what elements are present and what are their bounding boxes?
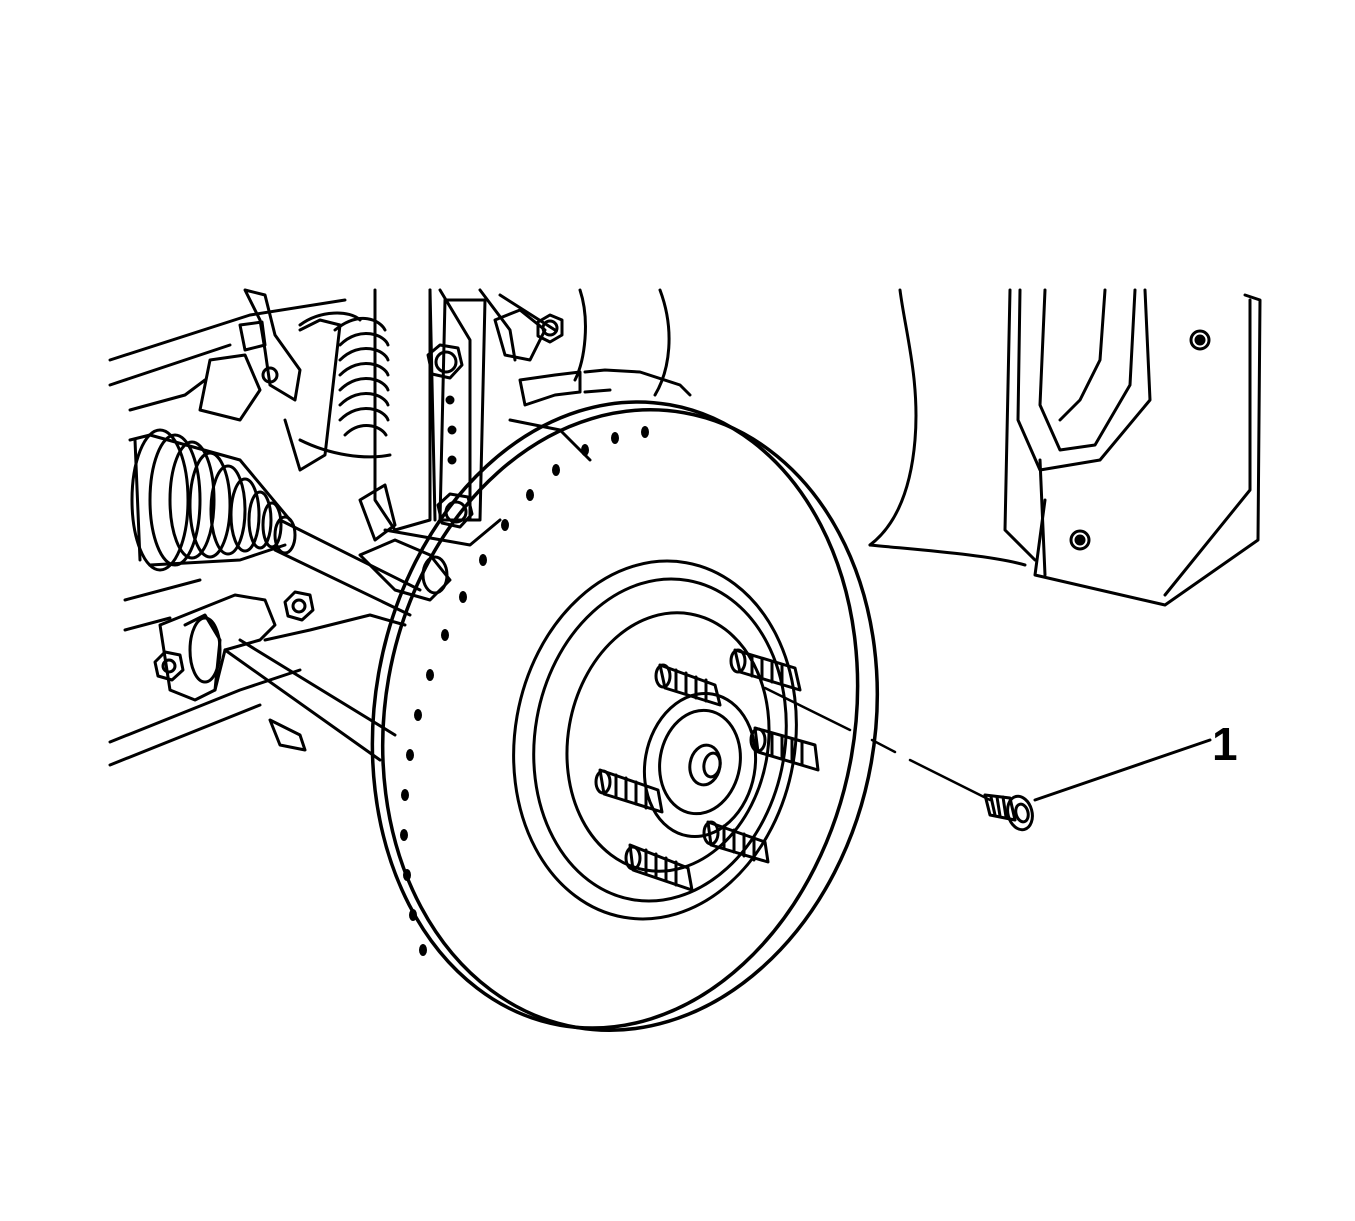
frame-rail [108,298,347,767]
callout-number: 1 [1212,718,1238,770]
leader-line [763,686,992,802]
coil-spring [298,311,392,459]
strut-assembly [373,288,692,532]
rotor-retaining-screw [983,793,1034,832]
wheel-stud [624,843,694,892]
cv-axle-boot [130,428,292,572]
wheel-stud [729,648,802,692]
wheel-stud [702,820,770,864]
wheel-stud [654,663,722,707]
wheelhouse-liner [573,288,1262,607]
knuckle [358,418,592,602]
axle-shaft [273,515,422,617]
wheel-stud [594,768,664,814]
lower-control-arm [153,590,407,762]
callout-leader-line [1033,738,1212,802]
rotor-vent-holes [400,426,649,956]
wheel-stud [749,726,820,772]
upper-bracket [198,288,342,472]
wheel-studs [594,648,820,892]
brake-rotor [370,400,880,1032]
